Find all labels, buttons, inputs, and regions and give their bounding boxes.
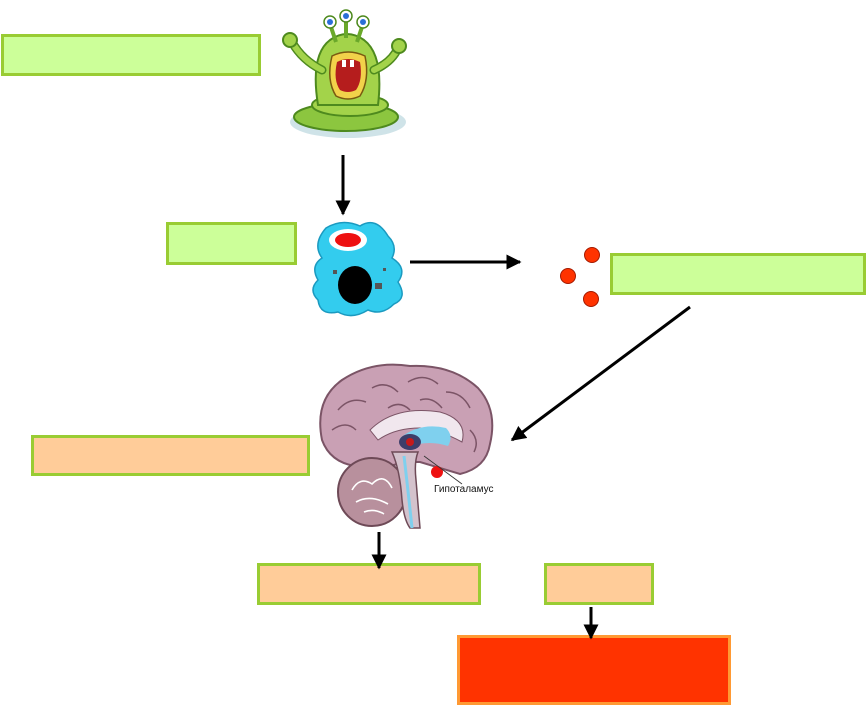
arrow-cytokines-to-brain xyxy=(510,305,691,442)
response-label-box-left xyxy=(257,563,481,605)
fever-result-box xyxy=(457,635,731,705)
cytokine-label-box xyxy=(610,253,866,295)
macrophage-cell-icon xyxy=(312,221,403,317)
hypothalamus-label: Гипоталамус xyxy=(434,484,494,495)
green-monster-icon xyxy=(282,9,407,138)
brain-sagittal-icon xyxy=(319,363,494,529)
immune-cell-label-box xyxy=(166,222,297,265)
brain-label-box xyxy=(31,435,310,476)
red-dots-icon xyxy=(560,247,600,307)
pathogen-label-box xyxy=(1,34,261,76)
response-label-box-right xyxy=(544,563,654,605)
